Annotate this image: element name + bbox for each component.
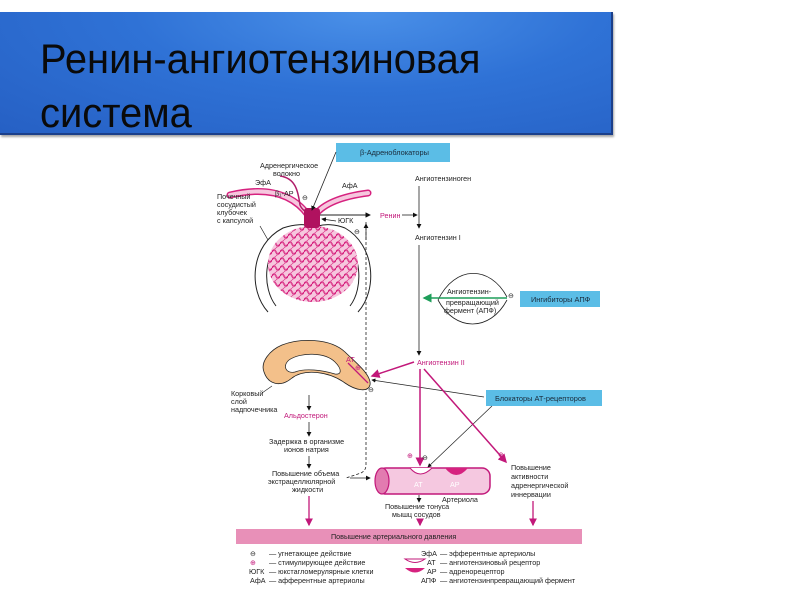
legend-ace-key: АПФ — [421, 576, 437, 585]
adrenergic-label-4: иннервации — [511, 490, 551, 499]
angiotensin1-label: Ангиотензин I — [415, 233, 461, 242]
volume-label-3: жидкости — [292, 485, 323, 494]
legend-ar-icon — [405, 568, 425, 573]
cortex-label-1: Корковый — [231, 389, 263, 398]
ace-label-3: фермент (АПФ) — [444, 306, 496, 315]
minus-sign-ace: ⊖ — [508, 291, 514, 300]
legend-efa-text: — эфферентные артериолы — [440, 549, 535, 558]
legend-plus-text: — стимулирующее действие — [269, 558, 365, 567]
legend-plus-key: ⊕ — [250, 558, 256, 567]
at-blockers-box — [486, 390, 602, 406]
tone-label-1: Повышение тонуса — [385, 502, 449, 511]
plus-sign-adrenal: ⊕ — [355, 363, 361, 372]
legend-ar-text: — адренорецептор — [440, 567, 504, 576]
kidney-labels: Адренергическое волокно ЭфА β₁-АР АфА По… — [217, 161, 358, 241]
legend-minus-text: — угнетающее действие — [269, 549, 351, 558]
legend-ar-key: АР — [427, 567, 437, 576]
angiotensinogen-label: Ангиотензиноген — [415, 174, 471, 183]
label-jgc: ЮГК — [338, 216, 354, 225]
at-blockers-label: Блокаторы АТ-рецепторов — [495, 394, 586, 403]
legend-jgc-text: — юкстагломерулярные клетки — [269, 567, 373, 576]
arteriole-name: Артериола — [442, 495, 478, 504]
adrenergic-label-3: адренергической — [511, 481, 568, 490]
plus-sign-arteriole: ⊕ — [407, 451, 413, 460]
renin-label: Ренин — [380, 211, 400, 220]
sodium-label-1: Задержка в организме — [269, 437, 344, 446]
ace-enzyme: Ангиотензин- превращающий фермент (АПФ) — [422, 273, 508, 325]
legend-at-text: — ангиотензиновый рецептор — [440, 558, 540, 567]
arteriole-at-label: АТ — [414, 480, 423, 489]
legend-afa-key: АфА — [250, 576, 266, 585]
label-fiber-2: волокно — [273, 169, 300, 178]
legend-afa-text: — афферентные артериолы — [269, 576, 365, 585]
volume-label-2: экстрацеллюлярной — [268, 477, 335, 486]
angiotensin2-label: Ангиотензин II — [417, 358, 465, 367]
minus-sign-adrenal: ⊖ — [368, 385, 374, 394]
ace-label-1: Ангиотензин- — [447, 287, 492, 296]
kidney-glomerulus — [226, 175, 372, 313]
label-fiber-1: Адренергическое — [260, 161, 318, 170]
label-b1ar: β₁-АР — [275, 189, 294, 198]
label-glomerulus-1: Почечный — [217, 192, 250, 201]
legend-at-icon — [403, 558, 427, 563]
beta-blockers-label: β-Адреноблокаторы — [360, 148, 429, 157]
ace-label-2: превращающий — [446, 298, 499, 307]
arteriole-ar-label: АР — [450, 480, 460, 489]
plus-sign-adrenergic: ⊕ — [498, 450, 504, 459]
pressure-bar — [236, 529, 582, 544]
minus-sign-renin: ⊖ — [354, 227, 360, 236]
minus-sign-arteriole: ⊖ — [422, 453, 428, 462]
label-glomerulus-2: сосудистый — [217, 200, 256, 209]
legend: ⊖ — угнетающее действие ⊕ — стимулирующе… — [249, 549, 576, 585]
legend-efa-key: ЭфА — [421, 549, 437, 558]
pressure-label: Повышение артериального давления — [331, 532, 456, 541]
slide-title: Ренин-ангиотензиновая система — [40, 35, 481, 136]
legend-minus-key: ⊖ — [250, 549, 256, 558]
ace-inhibitors-label: Ингибиторы АПФ — [531, 295, 591, 304]
cortex-label-3: надпочечника — [231, 405, 277, 414]
beta-blockers-box — [336, 143, 450, 162]
adrenergic-label-1: Повышение — [511, 463, 551, 472]
legend-jgc-key: ЮГК — [249, 567, 265, 576]
label-glomerulus-4: с капсулой — [217, 216, 253, 225]
slide-title-bar: Ренин-ангиотензиновая система — [0, 12, 613, 136]
minus-sign-b1ar: ⊖ — [302, 193, 308, 202]
label-efa: ЭфА — [255, 178, 271, 187]
aldosterone-label: Альдостерон — [284, 411, 328, 420]
legend-at-key: АТ — [427, 558, 436, 567]
tone-label-2: мышц сосудов — [392, 510, 441, 519]
label-afa: АфА — [342, 181, 358, 190]
adrenergic-label-2: активности — [511, 472, 548, 481]
arteriole: АТ АР — [374, 467, 491, 495]
sodium-label-2: ионов натрия — [284, 445, 329, 454]
adrenal-at-label: АТ — [346, 355, 355, 364]
volume-label-1: Повышение объема — [272, 469, 339, 478]
cortex-label-2: слой — [231, 397, 247, 406]
legend-ace-text: — ангиотензинпревращающий фермент — [440, 576, 576, 585]
ace-inhibitors-box — [520, 291, 600, 307]
label-glomerulus-3: клубочек — [217, 208, 248, 217]
